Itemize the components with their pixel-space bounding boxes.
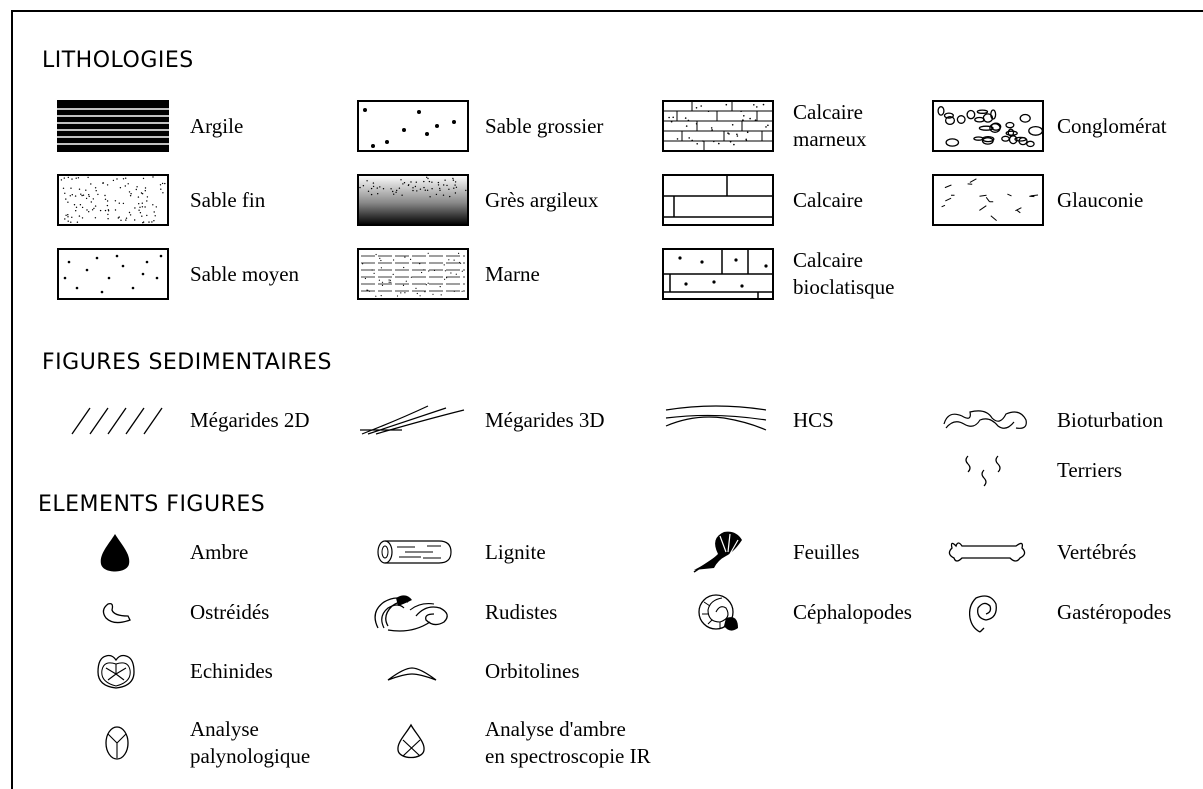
legend-label: Feuilles xyxy=(793,539,860,564)
legend-label: Céphalopodes xyxy=(793,599,912,624)
ostreides-icon xyxy=(102,602,131,624)
legend-label: Gastéropodes xyxy=(1057,599,1172,624)
megarides-2d-icon xyxy=(71,407,163,435)
ambre-icon xyxy=(100,534,130,572)
legend-label: Calcaire xyxy=(793,187,863,212)
legend-label: Mégarides 2D xyxy=(190,407,310,432)
legend-label: Lignite xyxy=(485,539,546,564)
rudistes-icon xyxy=(374,595,448,632)
hcs-icon xyxy=(665,405,767,431)
legend-label: Conglomérat xyxy=(1057,113,1167,138)
cephalopodes-icon xyxy=(698,594,738,631)
sable-fin-pattern xyxy=(57,174,169,226)
legend-label: Argile xyxy=(190,113,244,138)
sable-moyen-pattern xyxy=(57,248,169,300)
analyse-ambre-ir-icon xyxy=(397,723,425,759)
lignite-icon xyxy=(377,540,452,564)
calcaire-marneux-pattern xyxy=(662,100,774,152)
megarides-3d-icon xyxy=(360,405,465,435)
legend-label: Bioturbation xyxy=(1057,407,1164,432)
legend-label: Grès argileux xyxy=(485,187,599,212)
gres-argileux-pattern xyxy=(357,174,469,226)
legend-label: Echinides xyxy=(190,658,273,683)
section-title-elements-figures: ELEMENTS FIGURES xyxy=(38,492,266,517)
terriers-icon xyxy=(965,455,1001,487)
conglomerat-pattern xyxy=(932,100,1044,152)
legend-label: Sable grossier xyxy=(485,113,604,138)
legend-label: Sable moyen xyxy=(190,261,300,286)
legend-label: Orbitolines xyxy=(485,658,580,683)
feuilles-icon xyxy=(693,531,742,573)
glauconie-pattern xyxy=(932,174,1044,226)
legend-label: Glauconie xyxy=(1057,187,1144,212)
legend-label: HCS xyxy=(793,407,834,432)
legend-label: Ostréidés xyxy=(190,599,270,624)
legend-label: Ambre xyxy=(190,539,249,564)
legend-frame xyxy=(11,10,1203,789)
section-title-lithologies: LITHOLOGIES xyxy=(42,48,194,73)
legend-label: Vertébrés xyxy=(1057,539,1137,564)
gasteropodes-icon xyxy=(968,595,997,633)
legend-label: Mégarides 3D xyxy=(485,407,605,432)
bioturbation-icon xyxy=(943,410,1027,429)
marne-pattern xyxy=(357,248,469,300)
orbitolines-icon xyxy=(387,667,437,681)
calcaire-pattern xyxy=(662,174,774,226)
calcaire-bioclastique-pattern xyxy=(662,248,774,300)
legend-label: Sable fin xyxy=(190,187,266,212)
analyse-palynologique-icon xyxy=(105,726,129,760)
legend-label: Marne xyxy=(485,261,540,286)
vertebres-icon xyxy=(948,542,1026,562)
legend-label: Terriers xyxy=(1057,457,1122,482)
echinides-icon xyxy=(97,654,135,689)
sable-grossier-pattern xyxy=(357,100,469,152)
section-title-figures-sedimentaires: FIGURES SEDIMENTAIRES xyxy=(42,350,332,375)
argile-pattern xyxy=(57,100,169,152)
legend-label: Rudistes xyxy=(485,599,558,624)
